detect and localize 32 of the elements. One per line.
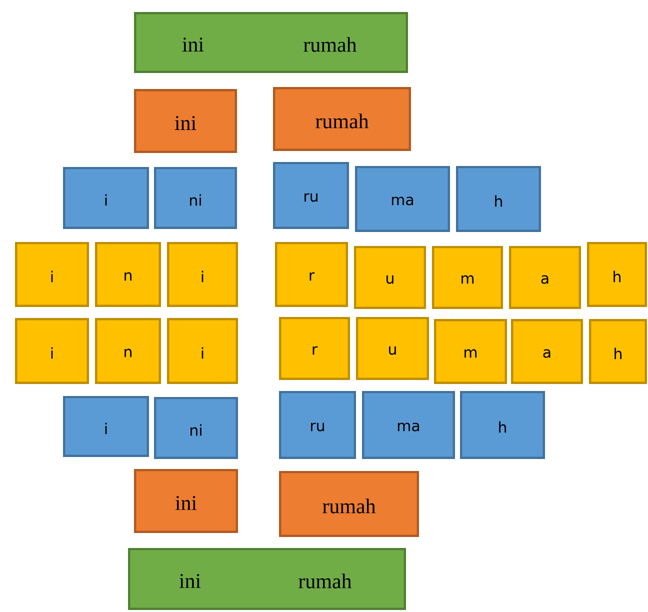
word-box: ini bbox=[134, 468, 238, 533]
word-box: i bbox=[15, 318, 89, 384]
word-box: i bbox=[15, 242, 89, 307]
word-box: rumah bbox=[273, 87, 411, 151]
word-box: ru bbox=[279, 390, 356, 459]
word-box: n bbox=[95, 242, 161, 307]
word-box: i bbox=[63, 396, 149, 457]
word-box: ini rumah bbox=[128, 548, 406, 610]
word-box: i bbox=[63, 166, 149, 229]
word-box: ini bbox=[134, 89, 237, 153]
word-box: ni bbox=[154, 166, 237, 229]
word-box: h bbox=[456, 166, 541, 232]
word-box: u bbox=[354, 246, 426, 309]
word-box: i bbox=[167, 242, 238, 307]
word-box: ma bbox=[355, 166, 450, 232]
word-box: u bbox=[356, 316, 429, 380]
word-box: a bbox=[509, 246, 581, 309]
word-box: rumah bbox=[279, 470, 419, 537]
word-box: ini rumah bbox=[134, 12, 408, 73]
word-box: h bbox=[589, 318, 647, 384]
word-box: i bbox=[167, 318, 238, 384]
word-box: ma bbox=[362, 390, 455, 459]
word-box: h bbox=[460, 390, 545, 459]
word-box: ru bbox=[273, 162, 349, 229]
word-box: ni bbox=[154, 396, 238, 459]
word-box: n bbox=[95, 318, 161, 384]
word-box: r bbox=[279, 316, 350, 380]
word-box: h bbox=[587, 242, 647, 307]
word-box: a bbox=[511, 318, 583, 384]
word-box: m bbox=[432, 246, 503, 309]
word-box: r bbox=[275, 242, 348, 307]
word-box: m bbox=[434, 318, 507, 384]
